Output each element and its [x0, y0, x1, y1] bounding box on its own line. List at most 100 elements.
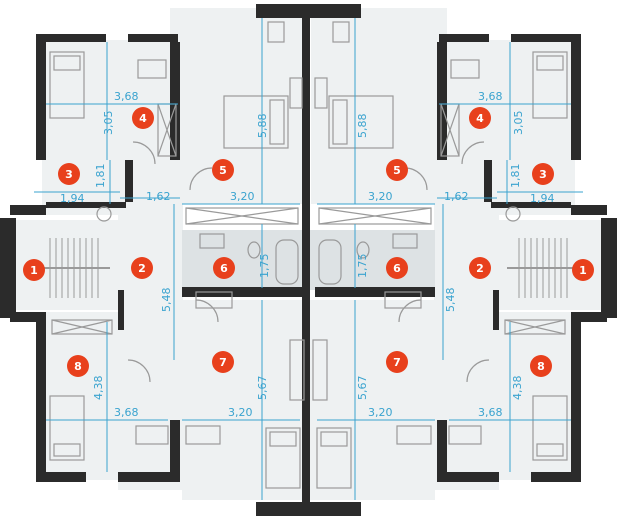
dim-utility-depth: 1,81: [94, 164, 107, 189]
bed-icon: [536, 443, 564, 457]
desk-icon: [289, 77, 303, 109]
door-swing-icon: [404, 167, 428, 191]
bed-icon: [316, 427, 352, 489]
room-badge: [58, 163, 80, 185]
desk-icon: [450, 59, 480, 79]
room-badge: [469, 257, 491, 279]
room-badge-label: 5: [393, 164, 401, 177]
room-badges: 1 2 3 4 5 6 7 8 1 2 3 4 5 6 7 8: [23, 107, 594, 377]
desk-icon: [267, 21, 285, 43]
desk-icon: [289, 339, 305, 401]
room-badge-label: 2: [138, 262, 146, 275]
sink-icon: [199, 233, 225, 249]
dim-bedroom-top-depth: 3,05: [102, 111, 115, 136]
room-badge-label: 6: [393, 262, 401, 275]
dim-bedroom-top-width: 3,68: [114, 90, 139, 103]
bed-icon: [269, 99, 285, 145]
desk-icon: [135, 425, 169, 445]
door-swing-icon: [195, 299, 219, 323]
dim-master-top-width: 3,20: [230, 190, 255, 203]
room-badge: [131, 257, 153, 279]
door-swing-icon: [461, 141, 485, 165]
room-badge-label: 4: [476, 112, 484, 125]
dim-master-top-length: 5,88: [256, 114, 269, 139]
dim-bedroom-bottom-depth: 4,38: [92, 376, 105, 401]
room-badge-label: 3: [65, 168, 73, 181]
bed-icon: [532, 51, 568, 119]
room-badge: [213, 257, 235, 279]
room-master-bottom-left: [182, 300, 307, 500]
desk-icon: [312, 339, 328, 401]
dim-bath-depth: 1,75: [356, 254, 369, 279]
desk-icon: [332, 21, 350, 43]
bed-icon: [265, 427, 301, 489]
desk-icon: [448, 425, 482, 445]
dim-hall-length: 5,48: [444, 288, 457, 313]
bed-icon: [320, 431, 348, 447]
room-badge: [67, 355, 89, 377]
door-swing-icon: [127, 359, 151, 383]
wardrobe-icon: [318, 207, 432, 225]
bed-icon: [269, 431, 297, 447]
room-badge-label: 3: [539, 168, 547, 181]
dim-utility-width: 1,94: [530, 192, 555, 205]
room-badge: [23, 259, 45, 281]
wardrobe-icon: [504, 319, 566, 335]
dim-master-top-width: 3,20: [368, 190, 393, 203]
room-badge-label: 2: [476, 262, 484, 275]
sink-icon: [96, 206, 112, 222]
room-badge-label: 5: [219, 164, 227, 177]
dim-bedroom-top-width: 3,68: [478, 90, 503, 103]
sink-icon: [505, 206, 521, 222]
desk-icon: [396, 425, 432, 445]
dim-bedroom-top-depth: 3,05: [512, 111, 525, 136]
dim-bath-depth: 1,75: [258, 254, 271, 279]
toilet-icon: [247, 241, 261, 259]
bed-icon: [532, 395, 568, 461]
dim-utility-width: 1,94: [60, 192, 85, 205]
bed-icon: [328, 95, 394, 149]
room-badge-label: 1: [579, 264, 587, 277]
room-bedroom-top-right: [435, 40, 575, 160]
dim-bedroom-bottom-width: 3,68: [114, 406, 139, 419]
door-swing-icon: [132, 141, 156, 165]
room-badge: [132, 107, 154, 129]
room-master-bottom-right: [310, 300, 435, 500]
room-badge: [530, 355, 552, 377]
room-badge: [212, 159, 234, 181]
dim-master-bottom-width: 3,20: [228, 406, 253, 419]
walls-right: [309, 4, 617, 516]
room-badge-label: 7: [393, 356, 401, 369]
bed-icon: [332, 99, 348, 145]
room-bedroom-top-left: [42, 40, 182, 160]
room-badge-label: 7: [219, 356, 227, 369]
dim-hall-length: 5,48: [160, 288, 173, 313]
dim-master-bottom-length: 5,67: [356, 376, 369, 401]
toilet-icon: [356, 241, 370, 259]
desk-icon: [137, 59, 167, 79]
room-badge-label: 8: [537, 360, 545, 373]
bed-icon: [53, 55, 81, 71]
bed-icon: [223, 95, 289, 149]
room-badge-label: 4: [139, 112, 147, 125]
dim-master-top-length: 5,88: [356, 114, 369, 139]
wardrobe-icon: [185, 207, 299, 225]
bathtub-icon: [275, 239, 299, 285]
room-badge: [532, 163, 554, 185]
dim-bedroom-bottom-width: 3,68: [478, 406, 503, 419]
right-unit: [309, 4, 617, 516]
room-master-top-right: [311, 8, 447, 204]
room-badge: [386, 159, 408, 181]
dim-hall-width: 1,62: [146, 190, 171, 203]
dim-hall-width: 1,62: [444, 190, 469, 203]
room-badge-label: 1: [30, 264, 38, 277]
bed-icon: [536, 55, 564, 71]
bed-icon: [49, 51, 85, 119]
dim-master-bottom-length: 5,67: [256, 376, 269, 401]
desk-icon: [314, 77, 328, 109]
room-badge: [386, 257, 408, 279]
door-swing-icon: [466, 359, 490, 383]
bed-icon: [49, 395, 85, 461]
desk-icon: [185, 425, 221, 445]
